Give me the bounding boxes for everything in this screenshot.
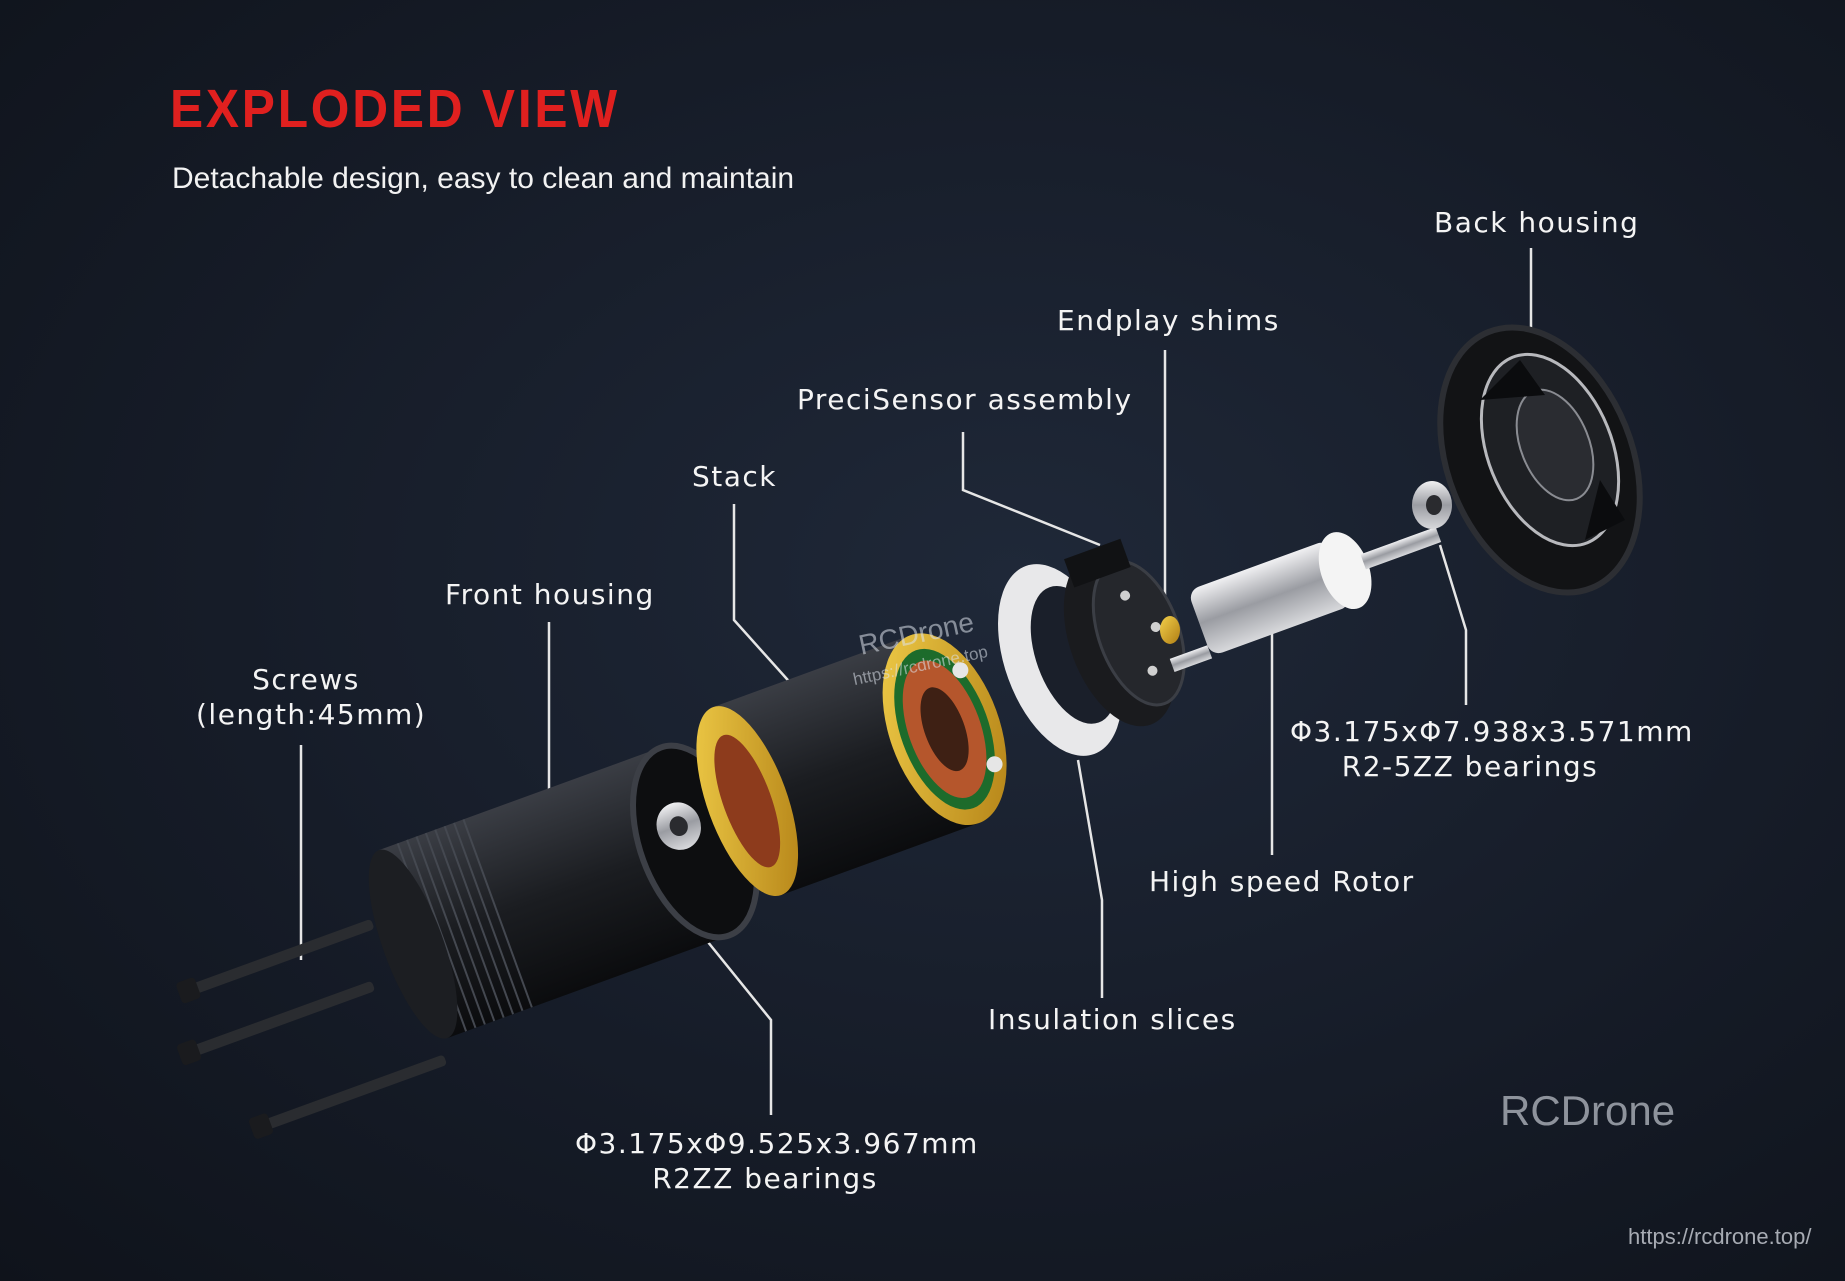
label-screws-line2: (length:45mm) bbox=[196, 698, 427, 731]
label-precisensor-assembly: PreciSensor assembly bbox=[797, 383, 1133, 416]
label-endplay-shims: Endplay shims bbox=[1057, 304, 1280, 337]
label-front-housing: Front housing bbox=[445, 578, 655, 611]
endplay-shim bbox=[1160, 616, 1180, 644]
high-speed-rotor bbox=[1169, 526, 1442, 673]
label-rear-bearings-line1: Φ3.175xΦ7.938x3.571mm bbox=[1290, 715, 1694, 748]
precisensor-assembly bbox=[1063, 538, 1186, 727]
label-insulation-slices: Insulation slices bbox=[988, 1003, 1237, 1036]
page-title: EXPLODED VIEW bbox=[170, 79, 620, 139]
label-rear-bearings: Φ3.175xΦ7.938x3.571mm R2-5ZZ bearings bbox=[1290, 714, 1694, 784]
url-watermark: https://rcdrone.top/ bbox=[1628, 1224, 1812, 1249]
brand-watermark: RCDrone bbox=[1500, 1087, 1676, 1134]
label-screws: Screws (length:45mm) bbox=[196, 662, 427, 732]
label-front-bearings: Φ3.175xΦ9.525x3.967mm R2ZZ bearings bbox=[575, 1126, 979, 1196]
label-high-speed-rotor: High speed Rotor bbox=[1149, 865, 1415, 898]
label-rear-bearings-line2: R2-5ZZ bearings bbox=[1341, 750, 1599, 783]
label-back-housing: Back housing bbox=[1434, 206, 1640, 239]
label-screws-line1: Screws bbox=[252, 663, 360, 696]
label-stack: Stack bbox=[692, 460, 778, 493]
label-front-bearings-line2: R2ZZ bearings bbox=[652, 1162, 878, 1195]
label-front-bearings-line1: Φ3.175xΦ9.525x3.967mm bbox=[575, 1127, 979, 1160]
stack bbox=[696, 633, 1007, 897]
back-housing bbox=[1437, 324, 1643, 596]
leader-lines bbox=[299, 248, 1533, 1115]
rear-bearing bbox=[1412, 481, 1452, 529]
screws bbox=[176, 919, 447, 1139]
page-subtitle: Detachable design, easy to clean and mai… bbox=[172, 162, 795, 195]
